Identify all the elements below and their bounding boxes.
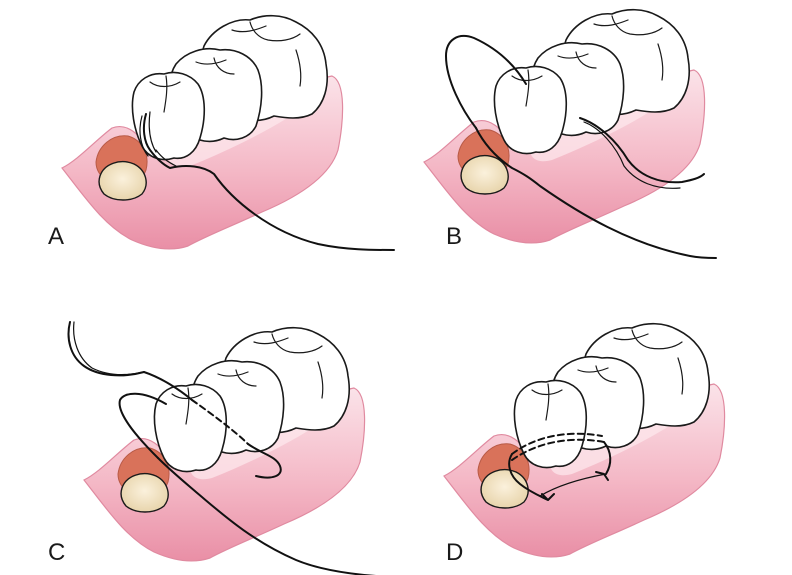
panel-b: B bbox=[423, 8, 717, 259]
suture-needle-b bbox=[579, 117, 705, 184]
jaw-illustration-b bbox=[423, 8, 706, 244]
suture-needle-c bbox=[67, 321, 145, 377]
suture-loop-c bbox=[118, 392, 282, 479]
suture-thread-c bbox=[157, 457, 377, 575]
jaw-illustration-a bbox=[61, 14, 344, 250]
panel-label-c: C bbox=[48, 539, 65, 566]
suture-hidden-d bbox=[511, 432, 603, 455]
jaw-illustration-c bbox=[83, 326, 366, 562]
panel-label-d: D bbox=[446, 539, 463, 566]
suture-hidden-c bbox=[191, 399, 249, 445]
panel-c: C bbox=[48, 321, 377, 575]
panel-d: D bbox=[443, 322, 726, 566]
suture-loop-b bbox=[445, 35, 527, 129]
suture-knot-d bbox=[508, 453, 555, 501]
panel-label-b: B bbox=[446, 223, 462, 250]
suture-thread-b bbox=[475, 127, 717, 259]
panel-label-a: A bbox=[48, 223, 64, 250]
panel-a: A bbox=[48, 14, 395, 251]
suture-thread-a bbox=[142, 113, 395, 251]
